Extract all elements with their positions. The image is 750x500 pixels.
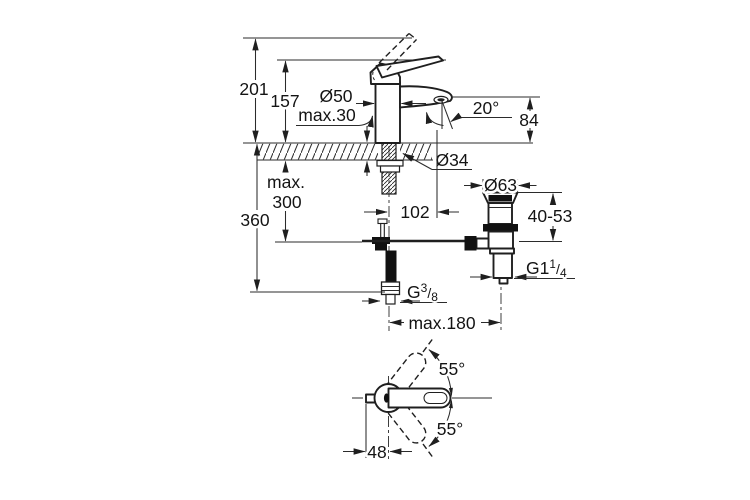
handle-plan-inner [423, 392, 448, 404]
swivel-down-arc-arrow [448, 399, 453, 409]
dim-supply-thread: G3/8 [407, 281, 438, 304]
dim-overall-height: 201 [239, 79, 268, 99]
tailpipe-threaded [492, 252, 513, 279]
handle-swivel-down-dashed [382, 393, 427, 444]
swivel-up-arc-arrow [448, 387, 453, 397]
faucet-body [374, 81, 401, 144]
supply-thread-sub: 8 [431, 290, 438, 304]
dim-spout-outlet-height: 84 [519, 110, 539, 130]
g38-thread-stub [385, 293, 396, 305]
pull-rod [380, 222, 385, 239]
aerator-outlet [437, 98, 445, 102]
dim-swivel-up: 55° [439, 359, 465, 379]
mounting-deck [243, 142, 533, 161]
pop-up-rod-assembly [362, 218, 470, 251]
waste-body-lower [487, 230, 514, 250]
g38-connector [380, 281, 401, 296]
top-view: 55° 55° 48 [343, 336, 492, 465]
dim-swivel-down: 55° [437, 419, 463, 439]
waste-assembly [464, 191, 519, 331]
pull-rod-knob [377, 218, 388, 225]
horseshoe-washer [376, 159, 404, 167]
waste-thread-base: G1 [526, 258, 549, 278]
waste-plug [488, 195, 512, 202]
dim-waste-flange-diameter: Ø63 [484, 175, 517, 195]
supply-hose [380, 250, 401, 305]
waste-thread-slash: / [556, 261, 560, 277]
rod-port-knob [464, 236, 477, 251]
handle-raised-dashed [378, 32, 418, 71]
dim-waste-thread: G11/4 [526, 257, 567, 280]
dimensions: 201 157 Ø50 max.30 20° [237, 38, 575, 336]
dim-rod-reach: max.180 [408, 313, 475, 333]
side-view: 201 157 Ø50 max.30 20° [237, 32, 575, 336]
dim-spout-offset: 48 [367, 442, 386, 462]
dim-hole-diameter: Ø34 [435, 150, 468, 170]
hose-black [385, 250, 397, 282]
dim-under-counter-max: max. [267, 172, 305, 192]
handle-swivel-up-dashed [382, 352, 427, 403]
dim-spout-angle: 20° [473, 98, 499, 118]
swivel-down-extension [422, 443, 435, 460]
dim-waste-adjustment: 40-53 [528, 206, 573, 226]
waste-thread-sup: 1 [549, 257, 556, 271]
supply-thread-sup: 3 [421, 281, 428, 295]
dim-under-counter-value: 300 [272, 192, 301, 212]
waste-seal-ring [483, 224, 518, 232]
supply-thread-slash: / [427, 285, 431, 301]
dim-body-height: 157 [270, 91, 299, 111]
mounting-nut [379, 165, 401, 173]
waste-thread-sub: 4 [560, 266, 567, 280]
dim-deck-thickness: max.30 [298, 105, 356, 125]
handle-plan [387, 387, 452, 409]
rod-port [475, 237, 490, 250]
tailpipe-lower [498, 277, 509, 285]
dim-spout-projection: 102 [400, 202, 429, 222]
supply-thread-base: G [407, 282, 421, 302]
handle-lever [375, 55, 444, 79]
swivel-up-extension [422, 336, 435, 353]
waste-body-upper [487, 202, 513, 225]
dim-body-diameter: Ø50 [319, 86, 352, 106]
dim-hose-clearance: 360 [240, 210, 269, 230]
handle-pin [383, 393, 390, 403]
rod-clamp-lower [375, 244, 387, 251]
